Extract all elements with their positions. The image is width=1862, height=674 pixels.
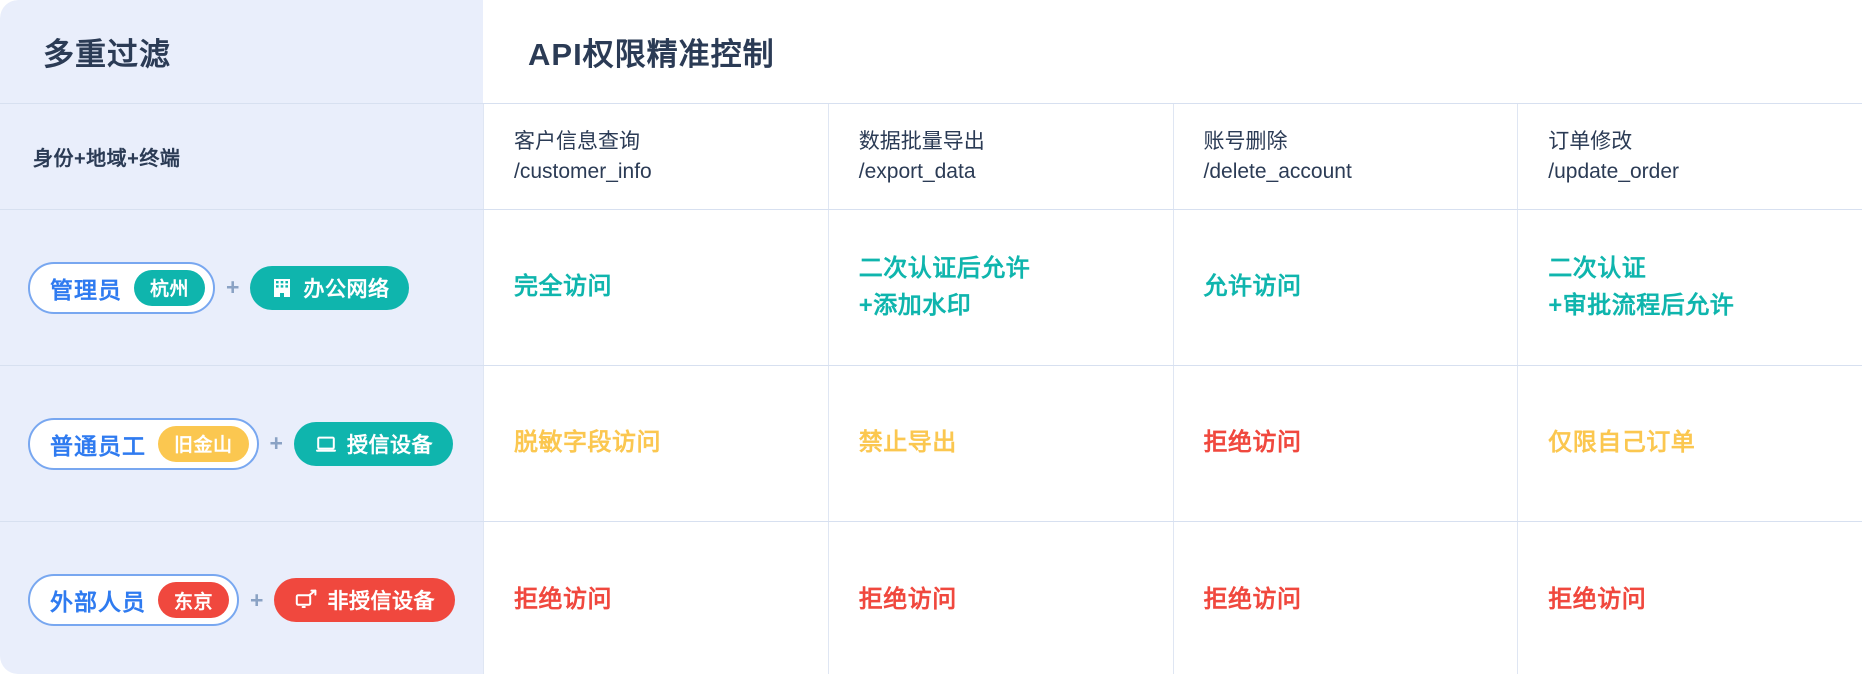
terminal-chip[interactable]: 授信设备 [293, 421, 453, 466]
identity-cell: 外部人员 东京 + 非授信设备 [0, 522, 483, 674]
permission-cell: 拒绝访问 [483, 522, 828, 674]
permission-cell: 允许访问 [1172, 210, 1518, 365]
plus-separator: + [226, 274, 240, 300]
permission-cell: 二次认证 +审批流程后允许 [1517, 210, 1862, 365]
identity-cell: 管理员 杭州 + [0, 210, 483, 365]
permission-cell: 二次认证后允许 +添加水印 [827, 210, 1173, 365]
column-name: 客户信息查询 [514, 129, 640, 153]
role-capsule[interactable]: 普通员工 旧金山 [28, 417, 259, 470]
permission-cell: 脱敏字段访问 [483, 366, 828, 521]
untrusted-monitor-icon [294, 588, 318, 612]
permission-line: 拒绝访问 [1203, 429, 1302, 457]
column-path: /export_data [858, 159, 976, 183]
permission-line: 二次认证 [1548, 255, 1647, 283]
permission-line: 脱敏字段访问 [514, 429, 661, 457]
api-control-title: API权限精准控制 [528, 37, 775, 72]
permission-cell: 拒绝访问 [827, 522, 1173, 674]
column-name: 数据批量导出 [858, 129, 985, 153]
permission-line: 完全访问 [514, 273, 612, 301]
permission-line: 拒绝访问 [1203, 585, 1302, 613]
matrix-row-admin: 管理员 杭州 + [0, 209, 1862, 365]
identity-pill-group: 管理员 杭州 + [28, 261, 410, 314]
column-header-customer-info: 客户信息查询 /customer_info [483, 104, 828, 209]
terminal-label: 非授信设备 [327, 590, 435, 613]
office-building-icon [270, 276, 294, 300]
role-label: 普通员工 [50, 432, 146, 459]
permission-line: 二次认证后允许 [858, 255, 1031, 283]
plus-separator: + [269, 430, 283, 456]
permission-line: 拒绝访问 [514, 585, 612, 613]
column-name: 账号删除 [1203, 129, 1288, 153]
identity-pill-group: 普通员工 旧金山 + 授信设备 [28, 417, 453, 470]
identity-column-label: 身份+地域+终端 [33, 148, 181, 170]
identity-pill-group: 外部人员 东京 + 非授信设备 [28, 574, 455, 626]
permission-cell: 拒绝访问 [1517, 522, 1862, 674]
permission-cell: 拒绝访问 [1172, 366, 1518, 521]
role-label: 外部人员 [50, 589, 146, 615]
column-header-delete-account: 账号删除 /delete_account [1172, 104, 1518, 209]
permission-line: +添加水印 [858, 291, 972, 319]
terminal-chip[interactable]: 非授信设备 [274, 578, 455, 622]
permission-line: 仅限自己订单 [1548, 429, 1696, 457]
permission-line: 拒绝访问 [1548, 585, 1647, 613]
column-header-export-data: 数据批量导出 /export_data [827, 104, 1173, 209]
plus-separator: + [250, 586, 264, 613]
terminal-label: 授信设备 [346, 433, 433, 457]
role-label: 管理员 [50, 276, 122, 303]
permission-cell: 仅限自己订单 [1517, 366, 1862, 521]
identity-cell: 普通员工 旧金山 + 授信设备 [0, 366, 483, 521]
role-capsule[interactable]: 外部人员 东京 [28, 574, 240, 626]
permission-cell: 完全访问 [483, 210, 828, 365]
permission-line: +审批流程后允许 [1548, 291, 1735, 319]
role-capsule[interactable]: 管理员 杭州 [28, 261, 216, 314]
column-path: /delete_account [1203, 159, 1352, 183]
region-chip[interactable]: 杭州 [134, 269, 206, 306]
terminal-label: 办公网络 [303, 277, 390, 301]
matrix-column-header-row: 身份+地域+终端 客户信息查询 /customer_info 数据批量导出 /e… [0, 103, 1862, 209]
region-chip[interactable]: 旧金山 [158, 425, 249, 462]
header-right-panel: API权限精准控制 [483, 0, 1862, 103]
column-name: 订单修改 [1548, 129, 1633, 153]
column-header-update-order: 订单修改 /update_order [1517, 104, 1862, 209]
permission-line: 禁止导出 [858, 429, 957, 457]
filter-panel-title: 多重过滤 [43, 37, 171, 72]
permission-cell: 禁止导出 [827, 366, 1173, 521]
matrix-header-row: 多重过滤 API权限精准控制 [0, 0, 1862, 103]
region-chip[interactable]: 东京 [158, 582, 230, 618]
permission-line: 允许访问 [1203, 273, 1302, 301]
column-path: /update_order [1548, 159, 1680, 183]
laptop-icon [314, 432, 338, 456]
identity-column-header: 身份+地域+终端 [0, 104, 483, 209]
terminal-chip[interactable]: 办公网络 [250, 265, 410, 310]
permission-cell: 拒绝访问 [1172, 522, 1518, 674]
permission-line: 拒绝访问 [858, 585, 957, 613]
matrix-row-employee: 普通员工 旧金山 + 授信设备 脱敏字段访问 禁止导出 [0, 365, 1862, 521]
matrix-row-external: 外部人员 东京 + 非授信设备 [0, 521, 1862, 674]
header-left-panel: 多重过滤 [0, 0, 483, 103]
column-path: /customer_info [514, 159, 652, 183]
